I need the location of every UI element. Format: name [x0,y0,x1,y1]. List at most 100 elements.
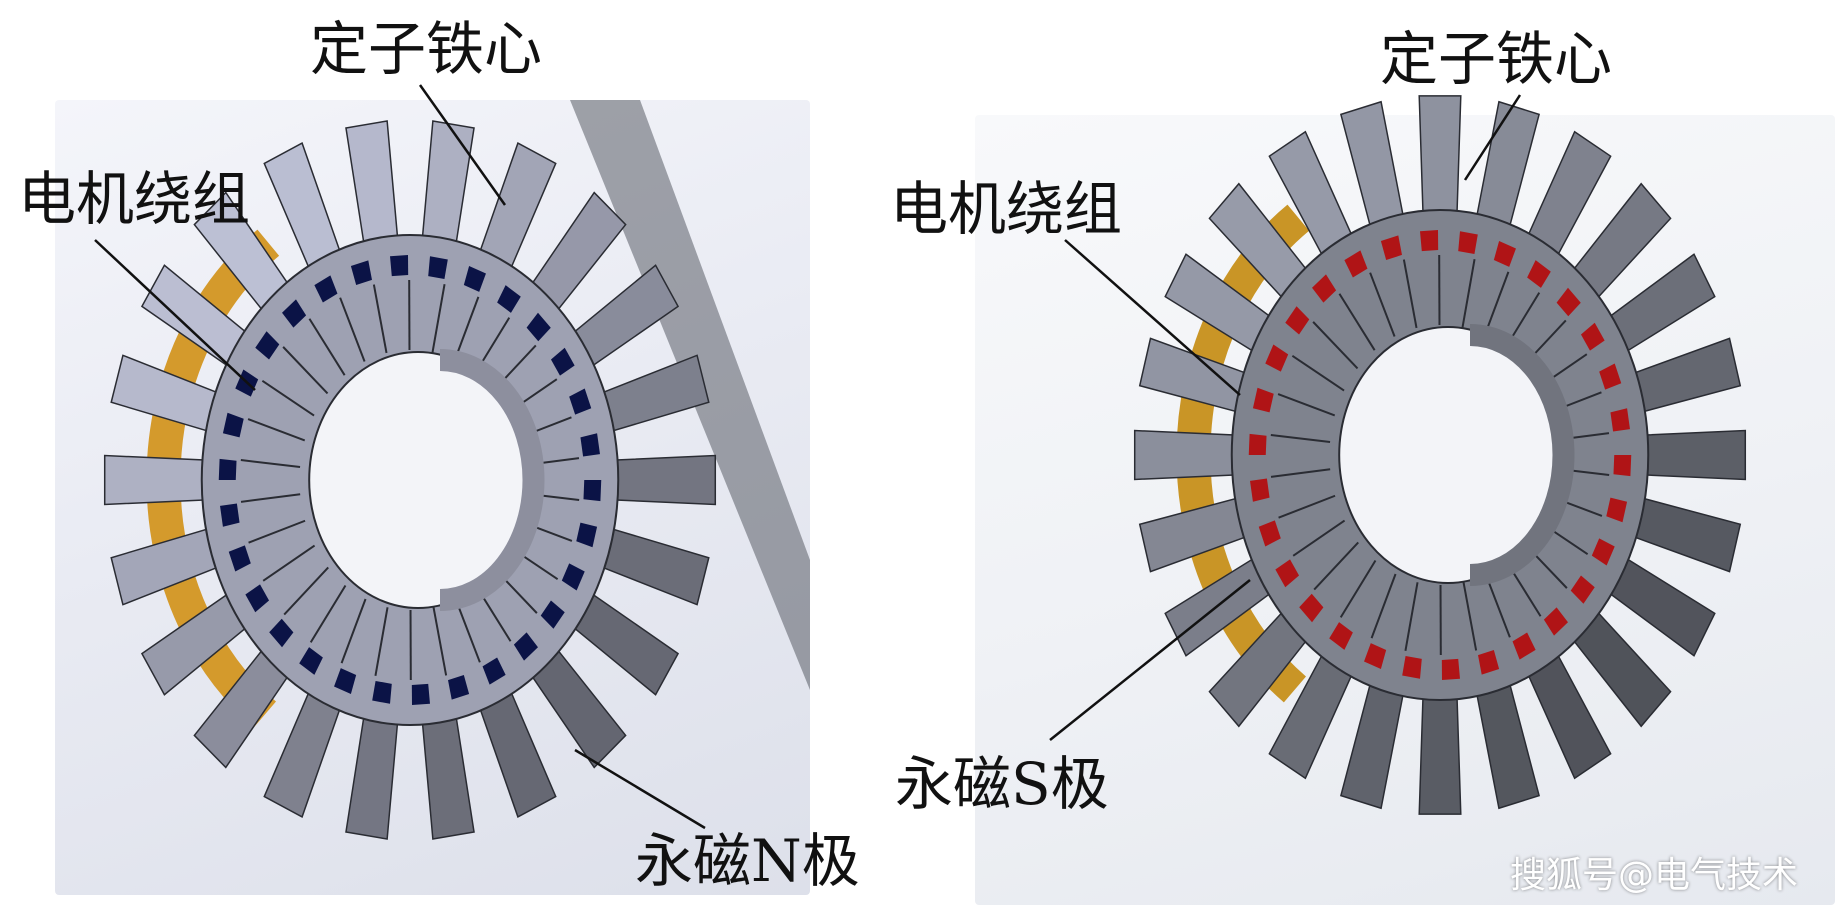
left-magnet-segment [569,388,592,415]
right-inner-sleeve [1469,324,1575,586]
right-magnet-segment [1606,497,1628,523]
right-rotor-slot [1483,271,1510,337]
left-rotor-slot [432,606,448,676]
right-magnet-segment [1380,235,1402,261]
right-rotor-slot [1313,541,1359,591]
right-magnet-segment [1248,433,1267,455]
left-magnet-segment [448,674,470,700]
left-magnet-segment [350,260,372,286]
left-magnet-segment [255,331,280,360]
left-magnet-segment [411,683,430,705]
right-magnet-segment [1556,287,1581,317]
left-magnet-segment [580,433,600,457]
left-magnet-segment [583,480,602,502]
left-magnet-segment [269,618,294,648]
left-winding-label: 电机绕组 [18,165,251,233]
right-magnet-segment [1570,575,1595,604]
right-rotor-slot [1462,581,1478,651]
left-magnet-segment [526,312,551,342]
right-magnet-segment [1441,658,1460,680]
left-magnet-segment [428,256,448,280]
left-magnet-segment [463,266,486,292]
left-magnet-segment [390,255,409,277]
right-magnet-segment [1329,622,1353,650]
right-motor-model [1133,95,1747,815]
right-rotor-slot [1370,573,1397,639]
right-magnet-segment [1402,655,1422,679]
left-stator-core-leader [418,84,507,206]
left-rotor-slot [282,346,329,395]
left-rotor-slot [261,379,315,417]
left-rotor-slot [247,418,306,442]
left-magnet-segment [218,458,237,480]
left-rotor-slot [240,459,301,469]
right-magnet-segment [1613,455,1632,477]
left-magnet-segment [513,632,538,661]
left-magnet-segment [540,600,565,629]
left-magnet-segment [561,563,585,591]
right-magnet-segment [1527,260,1551,288]
left-stator-tooth [103,454,216,506]
right-magnet-label: 永磁S极 [895,750,1109,818]
right-rotor-slot [1404,582,1419,651]
left-magnet-segment [372,680,392,704]
left-magnet-segment [576,522,598,548]
right-rotor-slot [1270,434,1331,444]
right-winding-leader [1064,239,1241,396]
right-magnet-segment [1543,607,1568,636]
left-magnet-segment [245,584,270,613]
left-rotor-slot [339,297,366,362]
left-inner-sleeve [439,349,545,611]
left-magnet-segment [497,285,521,313]
left-stator-core-label: 定子铁心 [310,15,543,83]
right-magnet-segment [1285,306,1310,335]
right-magnet-leader [1049,579,1251,741]
right-stator-tooth [1418,95,1462,227]
right-rotor-slot [1292,519,1346,557]
left-winding-leader [94,239,256,391]
left-magnet-segment [220,503,240,527]
right-magnet-segment [1478,649,1500,675]
right-stator-tooth [1133,429,1246,481]
left-rotor-slot [283,566,329,616]
right-magnet-segment [1250,478,1270,502]
left-magnet-segment [334,668,357,694]
left-magnet-segment [550,347,575,376]
right-rotor-slot [1278,494,1336,519]
right-magnet-segment [1591,538,1615,566]
right-magnet-segment [1580,322,1605,351]
left-magnet-segment [228,545,251,572]
right-rotor-slot [1484,573,1511,638]
right-magnet-segment [1364,643,1387,669]
left-rotor-slot [372,284,388,354]
left-magnet-segment [222,412,244,438]
left-rotor-slot [309,585,347,643]
right-magnet-segment [1610,408,1630,432]
left-magnet-segment [282,299,307,328]
left-magnet-label: 永磁N极 [635,827,860,895]
right-rotor-slot [1277,393,1336,417]
right-magnet-segment [1420,230,1439,252]
left-rotor-slot [340,598,367,664]
right-magnet-segment [1299,593,1324,623]
right-rotor-slot [1461,259,1476,328]
left-magnet-segment [299,647,323,675]
right-rotor-slot [1270,468,1331,478]
right-rotor-slot [1402,259,1418,329]
right-magnet-segment [1344,250,1368,278]
right-rotor-slot [1312,321,1359,370]
right-winding-label: 电机绕组 [890,175,1123,243]
right-stator-tooth [1634,429,1747,481]
left-magnet-segment [314,275,338,303]
right-stator-tooth [1418,683,1462,815]
left-rotor-slot [240,493,301,503]
left-rotor-slot [248,519,306,544]
left-rotor-slot [262,544,316,582]
left-magnet-segment [482,657,506,685]
right-rotor-slot [1291,354,1345,392]
right-magnet-segment [1458,231,1478,255]
right-magnet-segment [1258,520,1281,547]
right-stator-core-label: 定子铁心 [1380,25,1613,93]
right-magnet-segment [1312,274,1337,303]
